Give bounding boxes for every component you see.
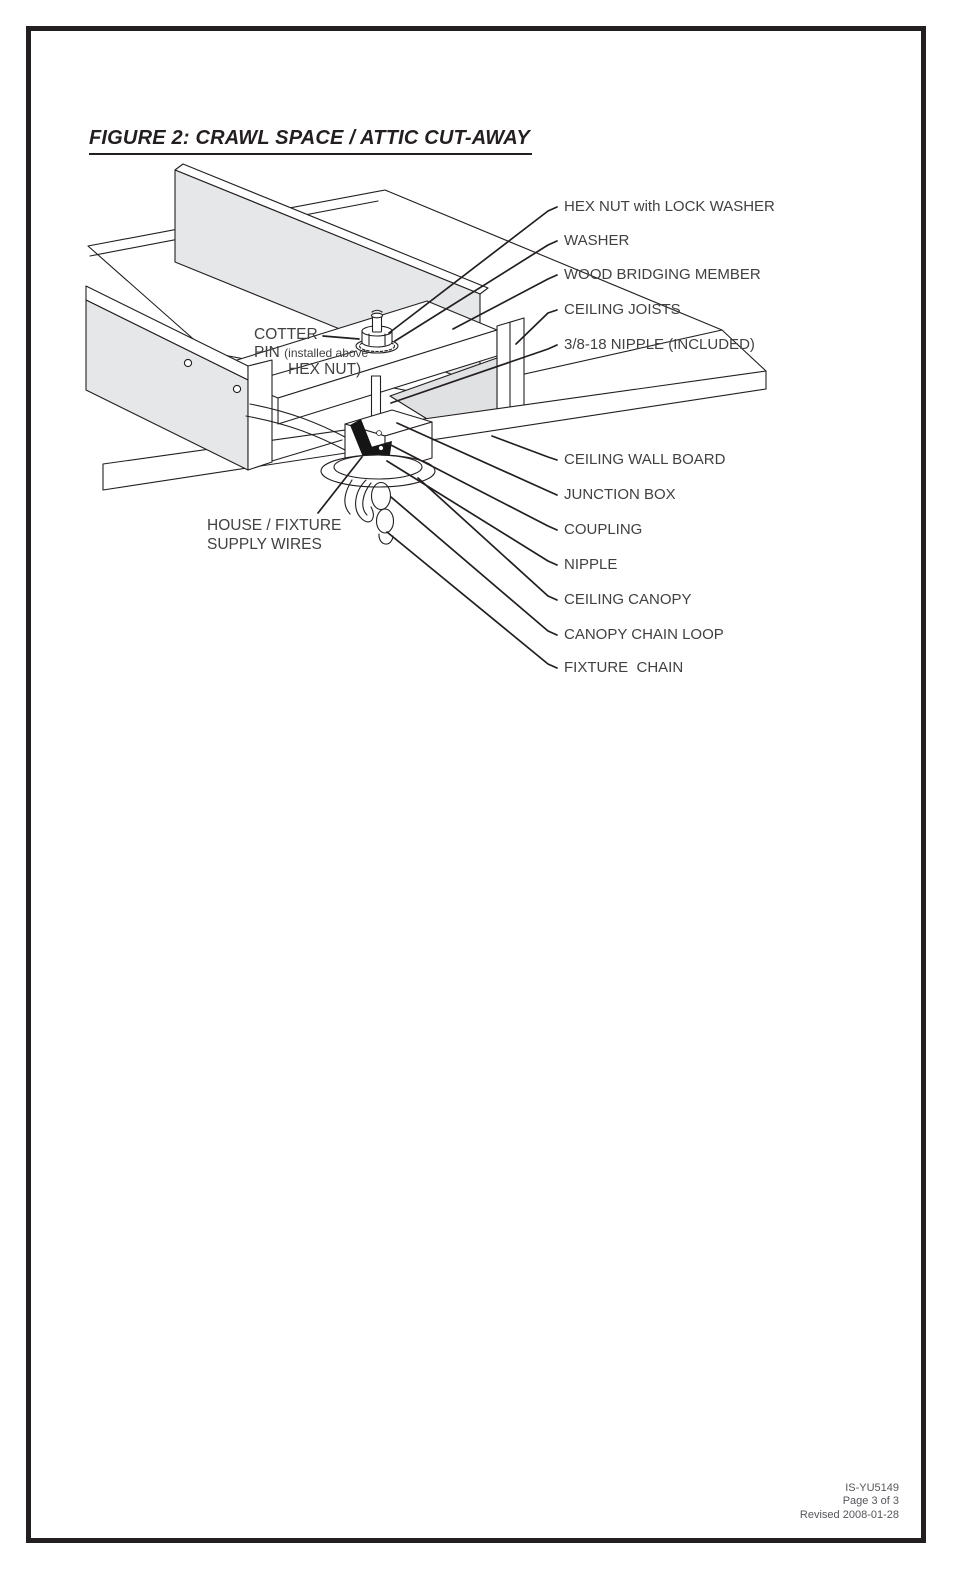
ceiling-canopy <box>320 454 436 488</box>
callout-fixture-chain: FIXTURE CHAIN <box>564 659 684 676</box>
callout-nipple: NIPPLE <box>564 556 618 573</box>
fixture-chain <box>344 479 395 545</box>
callout-canopy-chain-loop: CANOPY CHAIN LOOP <box>564 626 724 643</box>
callout-cotter-pin-line2: PIN (installed above <box>254 344 369 361</box>
callout-supply-wires-line1: HOUSE / FIXTURE <box>207 517 342 534</box>
callout-wood-bridging-member: WOOD BRIDGING MEMBER <box>564 266 761 283</box>
revision-date: Revised 2008-01-28 <box>799 1508 899 1521</box>
figure-title: FIGURE 2: CRAWL SPACE / ATTIC CUT-AWAY <box>89 127 532 155</box>
junction-box <box>344 409 433 473</box>
callout-nipple-included: 3/8-18 NIPPLE (INCLUDED) <box>564 336 755 353</box>
leader-lines <box>317 206 558 669</box>
callout-ceiling-canopy: CEILING CANOPY <box>564 591 692 608</box>
callout-washer: WASHER <box>564 232 630 249</box>
crawl-space-attic-diagram: HEX NUT with LOCK WASHER WASHER WOOD BRI… <box>0 0 954 780</box>
callout-cotter-pin-line1: COTTER <box>254 326 318 343</box>
ceiling-joist-left <box>85 285 273 471</box>
joist-hole <box>232 384 242 394</box>
callout-hex-nut-lock-washer: HEX NUT with LOCK WASHER <box>564 198 775 215</box>
document-id: IS-YU5149 <box>845 1481 899 1494</box>
footer: IS-YU5149 Page 3 of 3 Revised 2008-01-28 <box>800 1482 899 1523</box>
callout-ceiling-joists: CEILING JOISTS <box>564 301 681 318</box>
callout-junction-box: JUNCTION BOX <box>564 486 676 503</box>
callout-ceiling-wall-board: CEILING WALL BOARD <box>564 451 726 468</box>
canopy-chain-loop <box>370 481 392 511</box>
cotter-pin-note2: HEX NUT) <box>288 361 362 378</box>
cotter-pin <box>370 309 384 333</box>
supply-wires <box>245 403 348 451</box>
joist-hole <box>183 358 193 368</box>
callout-coupling: COUPLING <box>564 521 643 538</box>
cutaway-drawing <box>85 163 767 669</box>
page-border: FIGURE 2: CRAWL SPACE / ATTIC CUT-AWAY <box>26 26 926 1543</box>
cotter-pin-note: (installed above <box>284 346 369 360</box>
page-number: Page 3 of 3 <box>842 1495 899 1507</box>
callout-supply-wires-line2: SUPPLY WIRES <box>207 536 322 553</box>
